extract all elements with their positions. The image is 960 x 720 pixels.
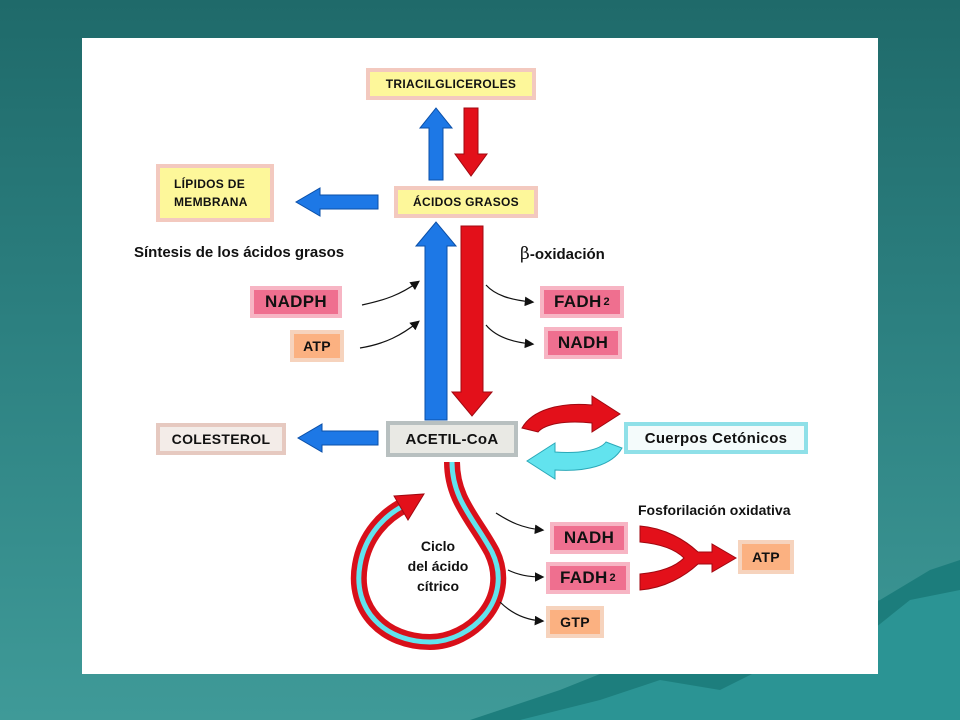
acidos-grasos-label: ÁCIDOS GRASOS bbox=[413, 195, 519, 209]
atp-output-label: ATP bbox=[752, 549, 780, 565]
lipidos-membrana-line2: MEMBRANA bbox=[174, 195, 248, 209]
arrow-left-to-colesterol bbox=[297, 423, 379, 453]
citric-cycle-arrowhead bbox=[393, 493, 425, 521]
oxidative-phosphorylation-arrow bbox=[639, 525, 737, 591]
synthesis-title: Síntesis de los ácidos grasos bbox=[134, 244, 345, 261]
atp-input-arrow bbox=[359, 320, 420, 349]
triacilgliceroles-label: TRIACILGLICEROLES bbox=[385, 77, 517, 91]
arrow-from-cuerpos-cetonicos bbox=[526, 441, 623, 480]
beta-oxidation-text: -oxidación bbox=[529, 246, 605, 263]
arrow-down-to-acidos-grasos bbox=[454, 107, 488, 177]
gtp-label: GTP bbox=[560, 614, 590, 630]
cuerpos-cetonicos-label: Cuerpos Cetónicos bbox=[644, 429, 788, 447]
fadh2-cycle-subscript: 2 bbox=[609, 572, 616, 584]
colesterol-label: COLESTEROL bbox=[171, 431, 271, 447]
lipidos-membrana-box: LÍPIDOS DE MEMBRANA bbox=[156, 164, 274, 222]
citric-cycle-line2: del ácido bbox=[407, 558, 469, 574]
fadh2-beta-label: FADH bbox=[554, 292, 602, 311]
nadph-box: NADPH bbox=[250, 286, 342, 318]
citric-cycle-label: Ciclo del ácido cítrico bbox=[390, 536, 486, 596]
citric-cycle-line3: cítrico bbox=[416, 578, 459, 594]
nadh-beta-label: NADH bbox=[557, 333, 609, 352]
atp-output-box: ATP bbox=[738, 540, 794, 574]
beta-oxidation-title: β-oxidación bbox=[520, 244, 605, 264]
beta-symbol: β bbox=[520, 244, 530, 264]
nadh-beta-box: NADH bbox=[544, 327, 622, 359]
lipidos-membrana-line1: LÍPIDOS DE bbox=[174, 177, 246, 191]
nadh-cycle-label: NADH bbox=[563, 528, 615, 547]
fadh2-cycle-label: FADH bbox=[560, 568, 608, 587]
gtp-box: GTP bbox=[546, 606, 604, 638]
acetil-coa-box: ACETIL-CoA bbox=[386, 421, 518, 457]
cycle-gtp-arrow bbox=[499, 601, 545, 626]
citric-cycle-loop-inner bbox=[356, 461, 501, 645]
arrow-left-to-lipidos bbox=[295, 187, 379, 217]
arrow-synthesis-up bbox=[414, 221, 458, 421]
acidos-grasos-box: ÁCIDOS GRASOS bbox=[394, 186, 538, 218]
acetil-coa-label: ACETIL-CoA bbox=[405, 430, 499, 448]
nadh-output-arrow bbox=[485, 324, 535, 349]
fadh2-output-arrow bbox=[485, 284, 535, 307]
atp-input-label: ATP bbox=[303, 338, 331, 354]
triacilgliceroles-box: TRIACILGLICEROLES bbox=[366, 68, 536, 100]
atp-input-box: ATP bbox=[290, 330, 344, 362]
arrow-up-to-triacilgliceroles bbox=[418, 107, 454, 181]
arrow-to-cuerpos-cetonicos bbox=[521, 395, 621, 433]
cuerpos-cetonicos-box: Cuerpos Cetónicos bbox=[624, 422, 808, 454]
nadph-label: NADPH bbox=[265, 292, 327, 311]
nadh-cycle-box: NADH bbox=[550, 522, 628, 554]
nadph-input-arrow bbox=[361, 280, 420, 306]
cycle-fadh2-arrow bbox=[507, 569, 545, 582]
arrow-beta-oxidation-down bbox=[450, 225, 494, 417]
oxidative-phosphorylation-title: Fosforilación oxidativa bbox=[638, 502, 791, 518]
colesterol-box: COLESTEROL bbox=[156, 423, 286, 455]
cycle-nadh-arrow bbox=[495, 512, 545, 535]
fadh2-beta-subscript: 2 bbox=[603, 296, 610, 308]
citric-cycle-line1: Ciclo bbox=[420, 538, 456, 554]
